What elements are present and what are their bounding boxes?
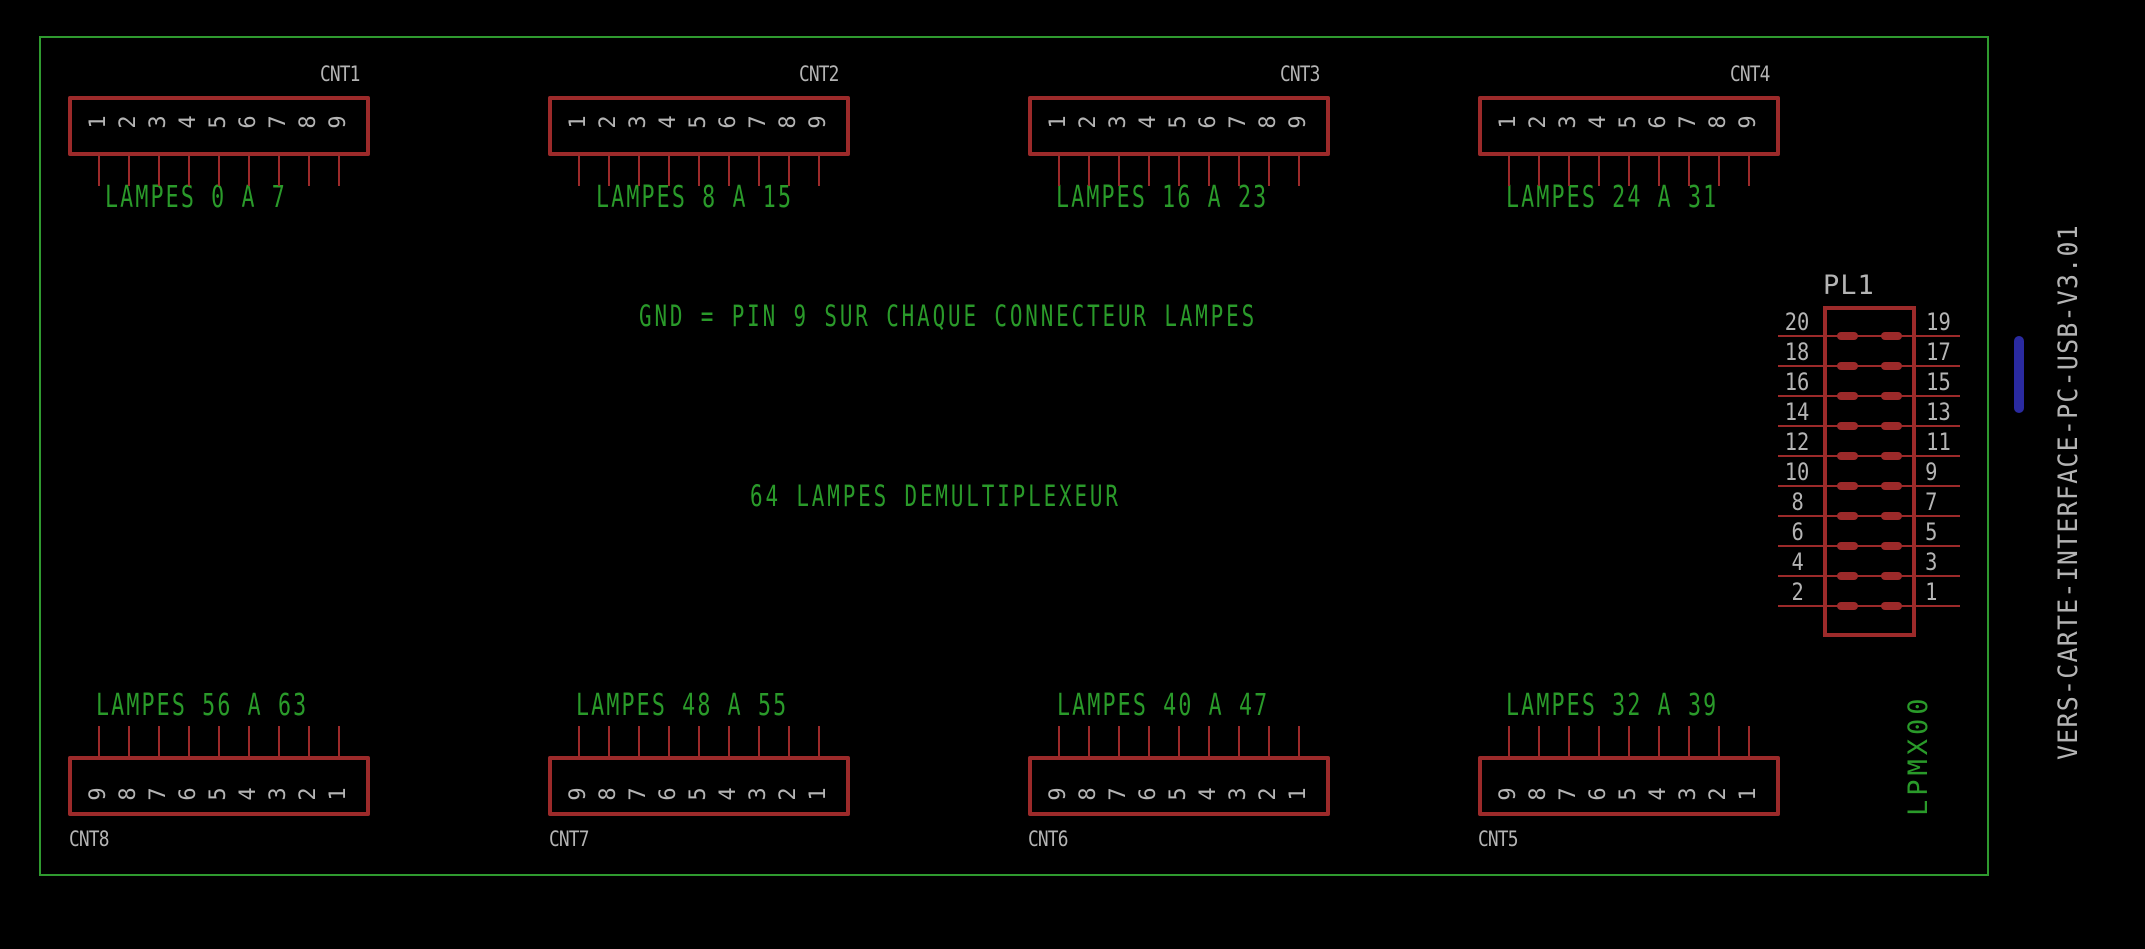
lamp-range-label: LAMPES 0 A 7 <box>105 180 287 215</box>
connector-body <box>68 96 370 156</box>
connector-name: CNT8 <box>69 827 109 851</box>
board-title: 64 LAMPES DEMULTIPLEXEUR <box>750 479 1121 513</box>
connector-body <box>1028 756 1330 816</box>
header-body <box>1823 306 1916 637</box>
connector-body <box>548 756 850 816</box>
part-value-label: LPMX00 <box>1903 694 1934 816</box>
connector-name: CNT6 <box>1028 827 1068 851</box>
header-name: PL1 <box>1823 270 1875 301</box>
selection-marker <box>2014 336 2024 413</box>
lamp-range-label: LAMPES 56 A 63 <box>96 688 309 723</box>
connector-body <box>548 96 850 156</box>
connector-name: CNT2 <box>798 62 839 86</box>
connector-body <box>1028 96 1330 156</box>
connector-name: CNT4 <box>1729 62 1770 86</box>
side-connector-label: VERS-CARTE-INTERFACE-PC-USB-V3.01 <box>2053 223 2084 761</box>
lamp-range-label: LAMPES 8 A 15 <box>596 180 794 215</box>
connector-body <box>68 756 370 816</box>
lamp-range-label: LAMPES 48 A 55 <box>576 688 789 723</box>
connector-body <box>1478 96 1780 156</box>
lamp-range-label: LAMPES 40 A 47 <box>1057 688 1270 723</box>
connector-name: CNT3 <box>1279 62 1320 86</box>
connector-name: CNT7 <box>549 827 589 851</box>
lamp-range-label: LAMPES 16 A 23 <box>1056 180 1269 215</box>
lamp-range-label: LAMPES 32 A 39 <box>1506 688 1719 723</box>
connector-body <box>1478 756 1780 816</box>
connector-name: CNT5 <box>1478 827 1518 851</box>
gnd-note: GND = PIN 9 SUR CHAQUE CONNECTEUR LAMPES <box>639 299 1258 333</box>
lamp-range-label: LAMPES 24 A 31 <box>1506 180 1719 215</box>
connector-name: CNT1 <box>319 62 360 86</box>
board-outline <box>39 36 1989 876</box>
